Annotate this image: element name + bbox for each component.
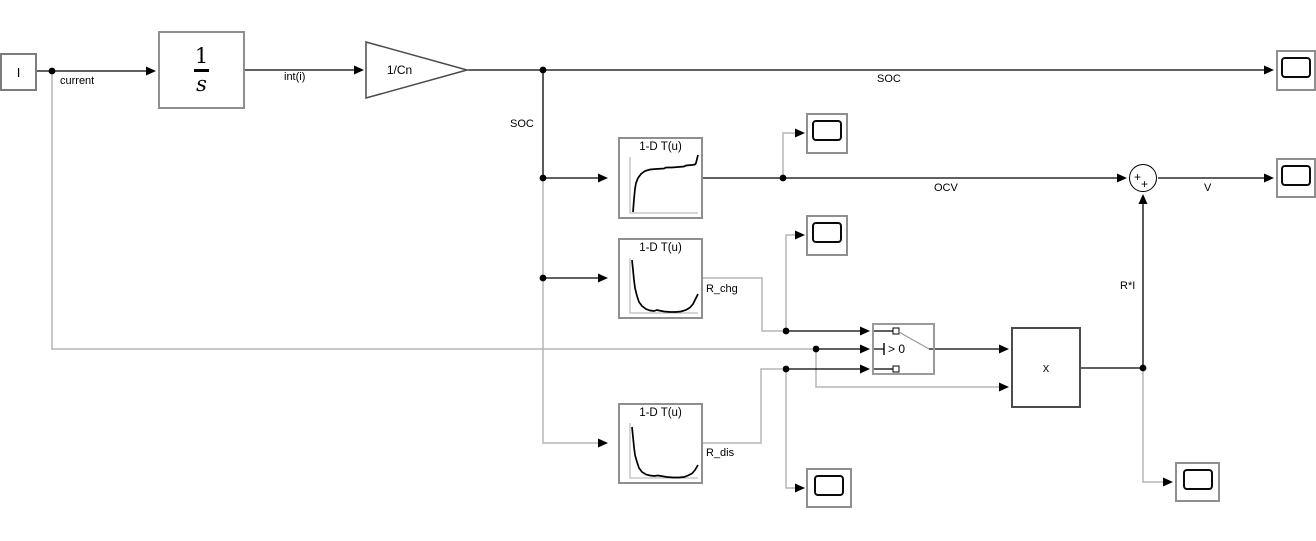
signal-label-soc-branch: SOC — [510, 118, 534, 130]
arrow-into-sum-left — [1117, 173, 1127, 183]
branch-dot — [539, 174, 547, 182]
branch-dot — [48, 67, 56, 75]
wire-ri-scope-branch[interactable] — [1142, 368, 1163, 483]
sum-block[interactable]: + + — [1129, 164, 1157, 192]
integrator-denominator: s — [196, 71, 207, 96]
arrow-into-gain — [354, 65, 364, 75]
arrow-into-switch-in2 — [860, 344, 870, 354]
gain-block[interactable] — [365, 41, 469, 100]
black-wires[interactable] — [37, 69, 1264, 370]
scope-screen-icon — [812, 120, 842, 141]
lut-curve — [631, 259, 699, 313]
scope-ocv[interactable] — [806, 113, 848, 154]
inport-label: I — [16, 64, 21, 80]
wire-current-feedback[interactable] — [51, 71, 999, 388]
wire-ocv-scope-branch[interactable] — [782, 132, 795, 178]
sum-sign-left: + — [1134, 170, 1142, 184]
arrow-into-scope-ri — [1163, 477, 1173, 487]
arrow-into-scope-rchg — [795, 230, 805, 240]
signal-label-soc-top: SOC — [877, 73, 901, 85]
lut-axes — [629, 157, 698, 214]
wire-rchg-route[interactable] — [703, 234, 795, 332]
scope-screen-icon — [814, 475, 844, 496]
scope-rchg[interactable] — [806, 215, 848, 256]
signal-label-v: V — [1204, 182, 1212, 194]
scope-ri[interactable] — [1175, 462, 1220, 502]
lookup-table-rchg[interactable]: 1-D T(u) — [618, 238, 703, 319]
arrow-into-scope-rdis — [795, 483, 805, 493]
integrator-fraction: 1 s — [194, 43, 209, 96]
signal-label-current: current — [60, 75, 95, 87]
product-block[interactable]: x — [1011, 327, 1081, 408]
wire-soc-vertical-dim[interactable] — [542, 181, 598, 444]
gain-label: 1/Cn — [386, 63, 413, 77]
switch-block[interactable]: > 0 — [872, 323, 935, 375]
inport-block-I[interactable]: I — [0, 53, 37, 91]
gain-triangle[interactable] — [365, 41, 469, 99]
arrow-into-lut2 — [598, 273, 608, 283]
arrow-into-scope-v — [1264, 173, 1274, 183]
product-label: x — [1042, 360, 1050, 375]
lut-title: 1-D T(u) — [639, 141, 682, 153]
arrow-into-scope-ocv — [795, 128, 805, 138]
switch-port-square-bottom — [892, 365, 900, 373]
integrator-block[interactable]: 1 s — [158, 31, 245, 109]
switch-icon — [874, 327, 933, 373]
lut-curve — [631, 426, 699, 479]
switch-port-square-top — [892, 327, 900, 335]
dim-wires[interactable] — [51, 71, 1163, 489]
scope-rdis[interactable] — [806, 468, 852, 508]
arrow-into-lut1 — [598, 173, 608, 183]
branch-dot — [779, 174, 787, 182]
arrow-into-scope-soc — [1264, 65, 1274, 75]
signal-label-rdis: R_dis — [706, 447, 735, 459]
scope-soc[interactable] — [1276, 50, 1316, 91]
arrow-into-switch-in3 — [860, 364, 870, 374]
arrow-into-switch-in1 — [860, 326, 870, 336]
scope-screen-icon — [1182, 469, 1213, 490]
integrator-numerator: 1 — [194, 43, 209, 68]
scope-v[interactable] — [1276, 158, 1316, 198]
lut-curve — [632, 154, 699, 213]
fraction-bar — [194, 68, 209, 72]
scope-screen-icon — [1281, 165, 1311, 186]
lut-title: 1-D T(u) — [639, 407, 682, 419]
branch-dot — [782, 365, 790, 373]
lut-rdis-curve-icon — [629, 423, 699, 479]
lut-rchg-curve-icon — [629, 258, 699, 314]
sum-sign-bottom: + — [1141, 177, 1149, 191]
arrow-into-integrator — [146, 66, 156, 76]
signal-label-rchg: R_chg — [706, 283, 738, 295]
lut-title: 1-D T(u) — [639, 242, 682, 254]
signal-label-int-i: int(i) — [284, 71, 306, 83]
arrow-into-product-in2 — [999, 382, 1009, 392]
branch-dot — [539, 66, 547, 74]
arrow-into-sum-bottom — [1138, 194, 1148, 204]
arrow-into-lut3 — [598, 438, 608, 448]
signal-label-ocv: OCV — [934, 182, 958, 194]
lookup-table-ocv[interactable]: 1-D T(u) — [618, 137, 703, 219]
switch-criteria-label: > 0 — [888, 342, 906, 356]
lookup-table-rdis[interactable]: 1-D T(u) — [618, 403, 703, 484]
lut-ocv-curve-icon — [629, 154, 699, 214]
wire-rdis-route[interactable] — [703, 368, 795, 489]
branch-dot — [812, 345, 820, 353]
branch-dot — [1139, 364, 1147, 372]
branch-dots — [48, 66, 1147, 373]
scope-screen-icon — [1281, 57, 1311, 78]
lut-axes — [629, 258, 698, 314]
branch-dot — [782, 327, 790, 335]
arrow-into-product-in1 — [999, 344, 1009, 354]
signal-label-ri: R*I — [1120, 280, 1136, 292]
switch-lever — [898, 331, 930, 350]
branch-dot — [539, 274, 547, 282]
scope-screen-icon — [812, 222, 842, 243]
arrowheads — [146, 65, 1274, 493]
